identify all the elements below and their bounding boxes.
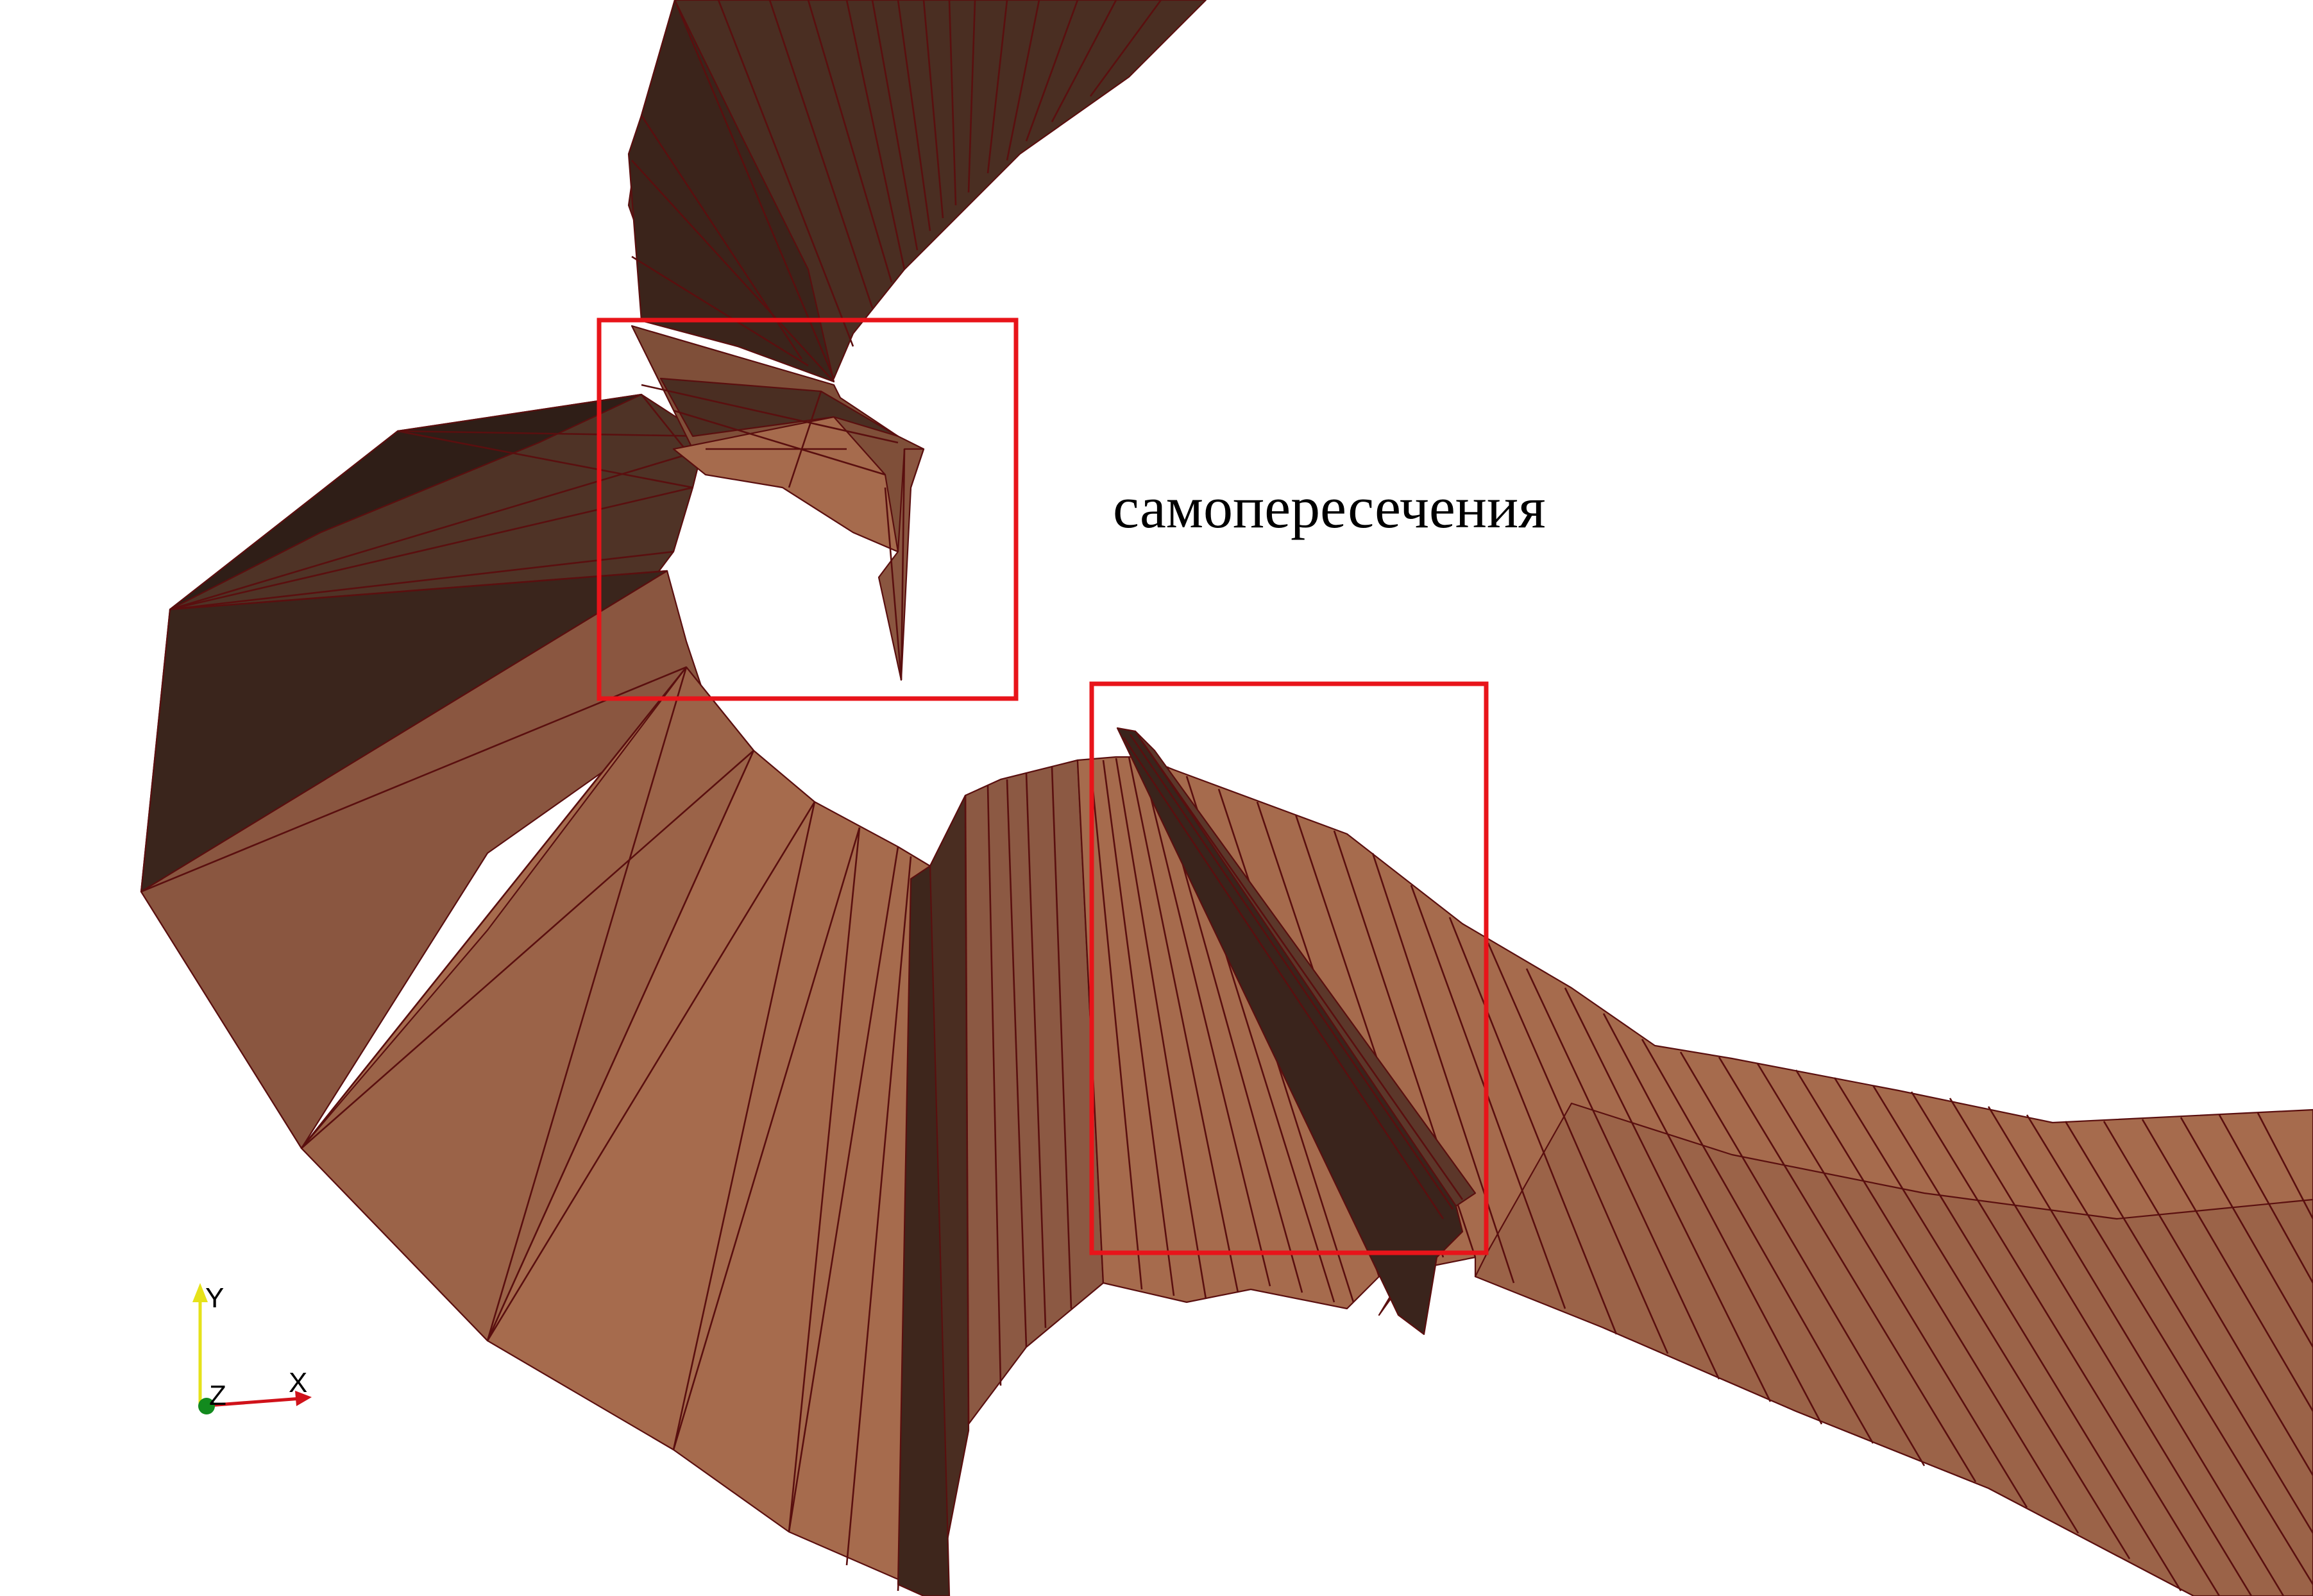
lower-left-ribbon [140, 570, 938, 1596]
axes-triad: Y X Z [192, 1282, 312, 1414]
intersection-sliver-lower [1116, 727, 1477, 1336]
highlight-box-lower [1089, 681, 1489, 1255]
annotation-label: самопересечения [1113, 475, 1546, 540]
x-axis-line [199, 1396, 302, 1408]
central-band [1076, 756, 2313, 1596]
z-axis-label: Z [209, 1380, 226, 1411]
intersection-hook-upper [631, 325, 925, 681]
x-axis-arrow-icon [295, 1391, 312, 1406]
y-axis-arrow-icon [192, 1283, 208, 1302]
y-axis-label: Y [205, 1282, 224, 1314]
z-axis-dot-icon [198, 1398, 215, 1414]
upper-ribbon [627, 0, 1207, 383]
highlight-box-upper [597, 318, 1019, 701]
x-axis-label: X [289, 1367, 307, 1398]
middle-fold [897, 759, 1105, 1596]
